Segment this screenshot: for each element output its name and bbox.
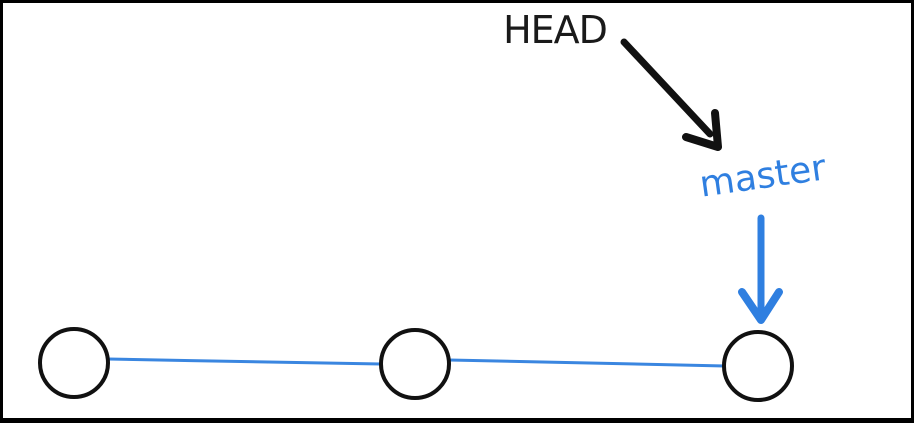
commit-node <box>722 330 794 402</box>
commit-node <box>379 328 451 400</box>
commit-node <box>38 327 110 399</box>
branch-arrow <box>738 214 783 324</box>
commit-edge <box>447 358 727 368</box>
commit-edge <box>106 357 383 366</box>
branch-label-master: master <box>697 147 829 205</box>
head-arrow <box>620 38 722 151</box>
head-label: HEAD <box>503 8 607 52</box>
